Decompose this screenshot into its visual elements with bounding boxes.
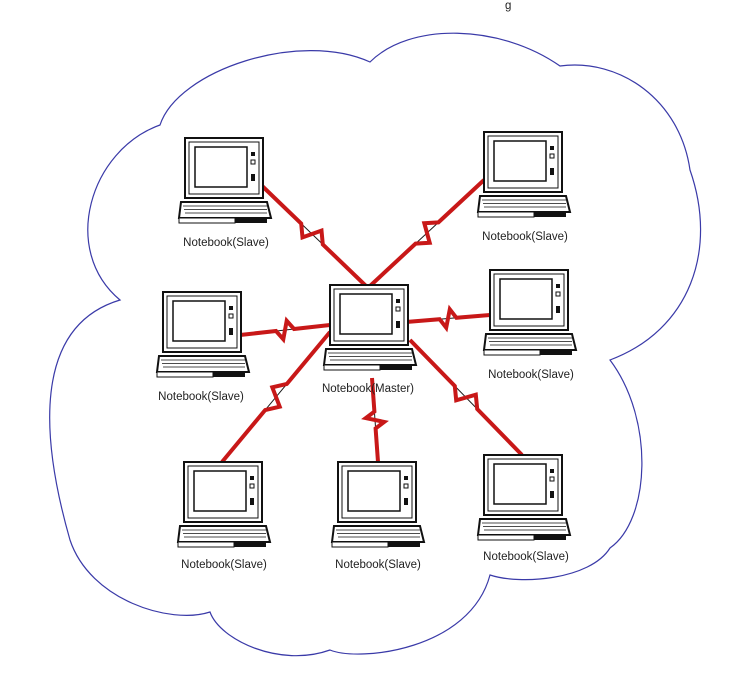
link-master-slave-2	[370, 180, 484, 286]
laptop-icon	[484, 270, 576, 355]
nodes-layer: Notebook(Master) Notebook(Slave) Notebook(…	[157, 132, 576, 571]
node-slave-3: Notebook(Slave)	[157, 292, 249, 403]
top-text-fragment: g	[505, 0, 511, 12]
node-slave-6: Notebook(Slave)	[332, 462, 424, 571]
wireless-bolt-icon	[370, 180, 484, 286]
wireless-bolt-icon	[410, 340, 522, 455]
node-master: Notebook(Master)	[322, 285, 416, 395]
node-label: Notebook(Slave)	[488, 369, 574, 381]
node-slave-4: Notebook(Slave)	[484, 270, 576, 381]
link-master-slave-3	[240, 321, 330, 339]
node-label: Notebook(Slave)	[483, 551, 569, 563]
node-slave-7: Notebook(Slave)	[478, 455, 570, 563]
node-label: Notebook(Slave)	[158, 391, 244, 403]
node-label: Notebook(Master)	[322, 383, 414, 395]
node-label: Notebook(Slave)	[183, 237, 269, 249]
link-master-slave-1	[258, 182, 366, 286]
laptop-icon	[178, 462, 270, 547]
node-slave-1: Notebook(Slave)	[179, 138, 271, 249]
wireless-bolt-icon	[240, 321, 330, 339]
link-master-slave-7	[410, 340, 522, 455]
node-slave-5: Notebook(Slave)	[178, 462, 270, 571]
laptop-icon	[478, 455, 570, 540]
node-label: Notebook(Slave)	[335, 559, 421, 571]
node-label: Notebook(Slave)	[181, 559, 267, 571]
laptop-icon	[157, 292, 249, 377]
laptop-icon	[332, 462, 424, 547]
wireless-bolt-icon	[406, 309, 490, 327]
laptop-icon	[478, 132, 570, 217]
node-label: Notebook(Slave)	[482, 231, 568, 243]
node-slave-2: Notebook(Slave)	[478, 132, 570, 243]
link-master-slave-4	[406, 309, 490, 327]
laptop-icon	[324, 285, 416, 370]
wireless-bolt-icon	[258, 182, 366, 286]
laptop-icon	[179, 138, 271, 223]
